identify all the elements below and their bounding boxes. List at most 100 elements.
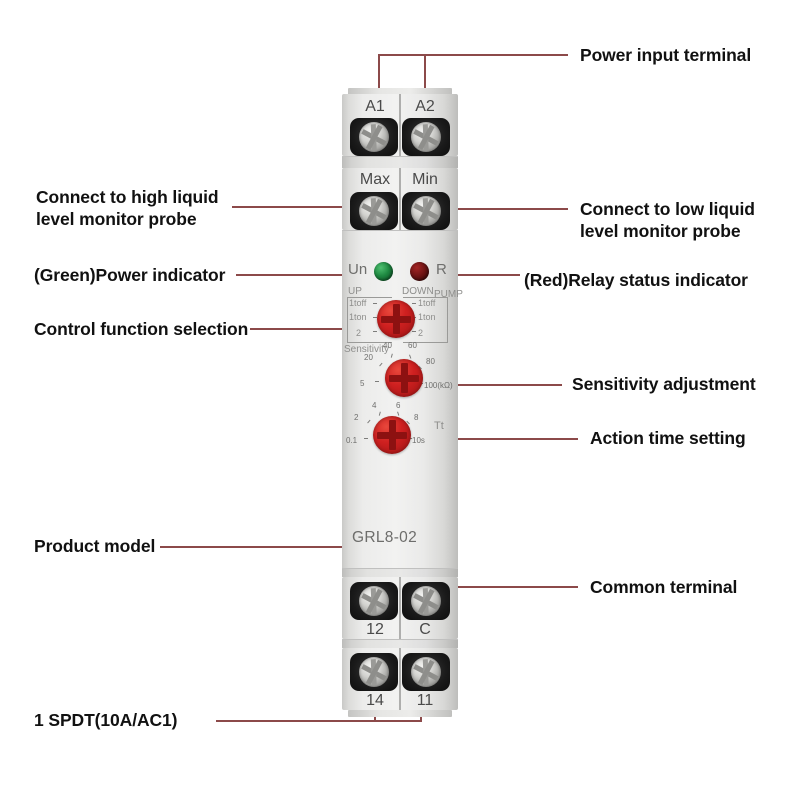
indicator-label-power: Un — [348, 261, 368, 278]
probe-terminal-slots — [350, 192, 450, 230]
annotation-control-function: Control function selection — [34, 319, 249, 339]
selector-option-left-2: 2 — [356, 328, 362, 338]
annotation-product-model: Product model — [34, 536, 156, 556]
probe-terminal-groove — [399, 168, 401, 230]
device-top-cap — [348, 88, 452, 95]
selector-option-left-1toff: 1toff — [349, 298, 367, 308]
annotation-power-indicator: (Green)Power indicator — [34, 265, 226, 285]
terminal-label-a1: A1 — [365, 98, 385, 115]
time-tick-8: 8 — [414, 413, 419, 422]
terminal-label-min: Min — [412, 171, 438, 188]
terminal-slot-c[interactable] — [402, 582, 450, 620]
leader-high-probe — [232, 206, 376, 208]
power-terminal-slots — [350, 118, 450, 156]
terminal-slot-12[interactable] — [350, 582, 398, 620]
time-label-tt: Tt — [434, 420, 444, 432]
selector-option-right-1ton: 1ton — [418, 312, 436, 322]
leader-action-time — [400, 438, 578, 440]
sensitivity-mark-5 — [375, 381, 379, 383]
leader-product-model — [160, 546, 344, 548]
leader-control-function — [250, 328, 390, 330]
contact-groove-lower — [399, 648, 401, 710]
knob-action-time[interactable] — [373, 416, 411, 454]
terminal-groove — [399, 94, 401, 156]
terminal-label-max: Max — [359, 171, 391, 188]
leader-power-indicator — [236, 274, 388, 276]
leader-spdt-horizontal — [216, 720, 422, 722]
annotation-relay-indicator: (Red)Relay status indicator — [524, 270, 748, 290]
leader-common-terminal — [424, 586, 578, 588]
terminal-slot-max[interactable] — [350, 192, 398, 230]
annotation-high-probe: Connect to high liquid level monitor pro… — [36, 187, 219, 229]
sensitivity-tick-100: 100(kΩ) — [424, 381, 453, 390]
time-mark-4 — [378, 411, 382, 416]
terminal-label-c: C — [419, 621, 431, 638]
selector-option-left-1ton: 1ton — [349, 312, 367, 322]
selector-tick-l3 — [373, 331, 377, 333]
terminal-label-12: 12 — [366, 621, 384, 638]
sensitivity-mark-20 — [379, 362, 383, 367]
knob-sensitivity[interactable] — [385, 359, 423, 397]
sensitivity-mark-60 — [408, 354, 412, 359]
annotation-action-time: Action time setting — [590, 428, 746, 448]
terminal-slot-11[interactable] — [402, 653, 450, 691]
time-tick-6: 6 — [396, 401, 401, 410]
sensitivity-tick-40: 40 — [383, 341, 392, 350]
annotation-power-input: Power input terminal — [580, 45, 752, 65]
knob-slot-vertical — [392, 304, 400, 334]
leader-power-input-horizontal — [378, 54, 568, 56]
leader-low-probe — [424, 208, 568, 210]
annotation-common-terminal: Common terminal — [590, 577, 738, 597]
sensitivity-label: Sensitivity — [344, 344, 390, 355]
contact-terminal-block-lower: 14 11 — [342, 648, 458, 710]
device-seam-3 — [342, 568, 458, 570]
terminal-slot-14[interactable] — [350, 653, 398, 691]
selector-tick-l1 — [373, 303, 377, 305]
screw-icon-11[interactable] — [411, 657, 441, 687]
contact-slots-upper — [350, 582, 450, 620]
sensitivity-tick-80: 80 — [426, 357, 435, 366]
device-seam-2 — [342, 230, 458, 232]
power-terminal-block: A1 A2 — [342, 94, 458, 156]
screw-icon-14[interactable] — [359, 657, 389, 687]
selector-option-right-1toff: 1toff — [418, 298, 436, 308]
sensitivity-tick-5: 5 — [360, 379, 365, 388]
device-ledge-bottom — [342, 640, 458, 648]
terminal-label-11: 11 — [416, 692, 434, 709]
time-mark-6 — [396, 411, 400, 416]
time-tick-01: 0.1 — [346, 436, 358, 445]
contact-terminal-block-upper: 12 C — [342, 577, 458, 639]
selector-heading-down: DOWN — [402, 286, 434, 297]
annotation-sensitivity: Sensitivity adjustment — [572, 374, 756, 394]
device-bottom-cap — [348, 710, 452, 717]
screw-icon-a2[interactable] — [411, 122, 441, 152]
screw-icon-12[interactable] — [359, 586, 389, 616]
indicator-label-relay: R — [436, 261, 447, 278]
terminal-slot-min[interactable] — [402, 192, 450, 230]
selector-tick-r3 — [412, 331, 416, 333]
screw-icon-min[interactable] — [411, 196, 441, 226]
leader-relay-indicator — [420, 274, 520, 276]
leader-sensitivity — [410, 384, 562, 386]
led-relay-indicator — [410, 262, 429, 281]
device-seam-4 — [342, 639, 458, 641]
sensitivity-tick-20: 20 — [364, 353, 373, 362]
terminal-label-14: 14 — [366, 692, 384, 709]
relay-device: A1 A2 Max Min Un R — [342, 88, 463, 717]
knob-control-function[interactable] — [377, 300, 415, 338]
device-seam-1 — [342, 156, 458, 158]
screw-icon-a1[interactable] — [359, 122, 389, 152]
screw-icon-c[interactable] — [411, 586, 441, 616]
device-faceplate: Un R UP DOWN PUMP 1toff 1ton 2 1toff 1to… — [342, 231, 463, 568]
terminal-slot-a2[interactable] — [402, 118, 450, 156]
time-tick-2: 2 — [354, 413, 359, 422]
contact-groove-upper — [399, 577, 401, 639]
device-ledge-upper — [342, 157, 458, 168]
selector-box-left — [347, 297, 392, 343]
selector-tick-l2 — [373, 317, 377, 319]
selector-label-pump: PUMP — [434, 289, 463, 300]
screw-icon-max[interactable] — [359, 196, 389, 226]
time-tick-10s: 10s — [412, 436, 425, 445]
time-mark-2 — [367, 419, 371, 424]
terminal-slot-a1[interactable] — [350, 118, 398, 156]
